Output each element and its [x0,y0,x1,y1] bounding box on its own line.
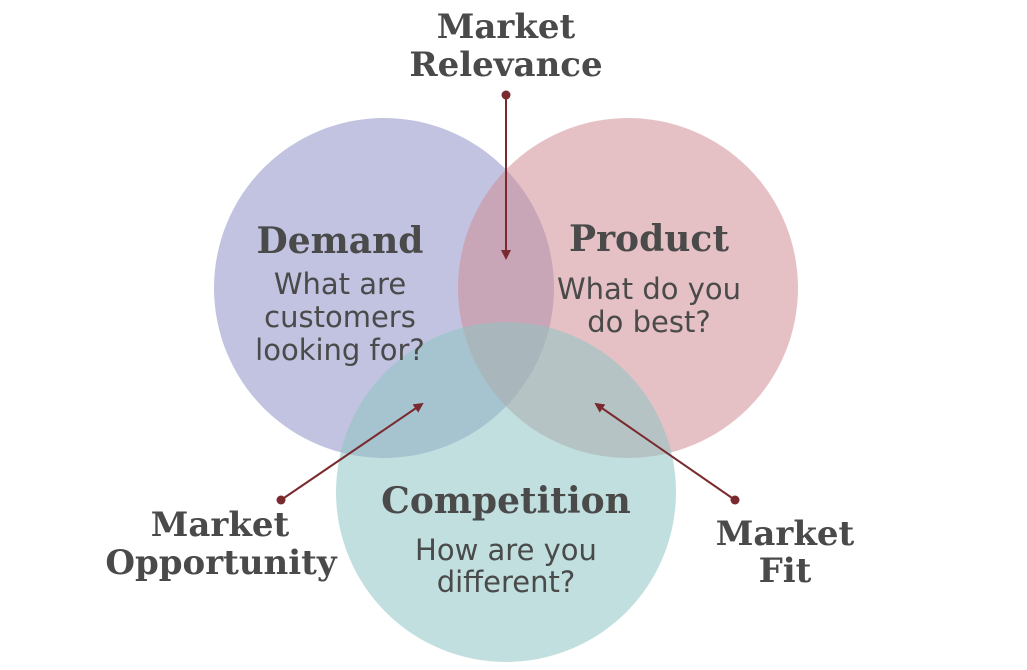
demand-subtitle-line-2: customers [264,300,416,334]
demand-subtitle-line-1: What are [273,267,407,301]
demand-title: Demand [256,220,424,262]
competition-subtitle-line-2: different? [436,565,576,599]
product-title: Product [569,218,729,260]
relevance-pointer [501,90,511,260]
market-opportunity-label-line-2: Opportunity [105,543,337,583]
opportunity-pointer [276,402,424,505]
fit-pointer [594,402,740,505]
product-subtitle-line-2: do best? [587,305,711,339]
market-fit-label-line-1: Market [715,514,855,554]
market-opportunity-label-line-1: Market [150,505,290,545]
market-relevance-label-line-1: Market [436,7,576,47]
demand-subtitle-line-3: looking for? [255,333,425,367]
market-fit-label-line-2: Fit [758,551,812,591]
competition-title: Competition [381,480,631,522]
market-relevance-label-line-2: Relevance [409,45,603,85]
product-subtitle-line-1: What do you [556,272,742,306]
competition-subtitle-line-1: How are you [415,533,597,567]
